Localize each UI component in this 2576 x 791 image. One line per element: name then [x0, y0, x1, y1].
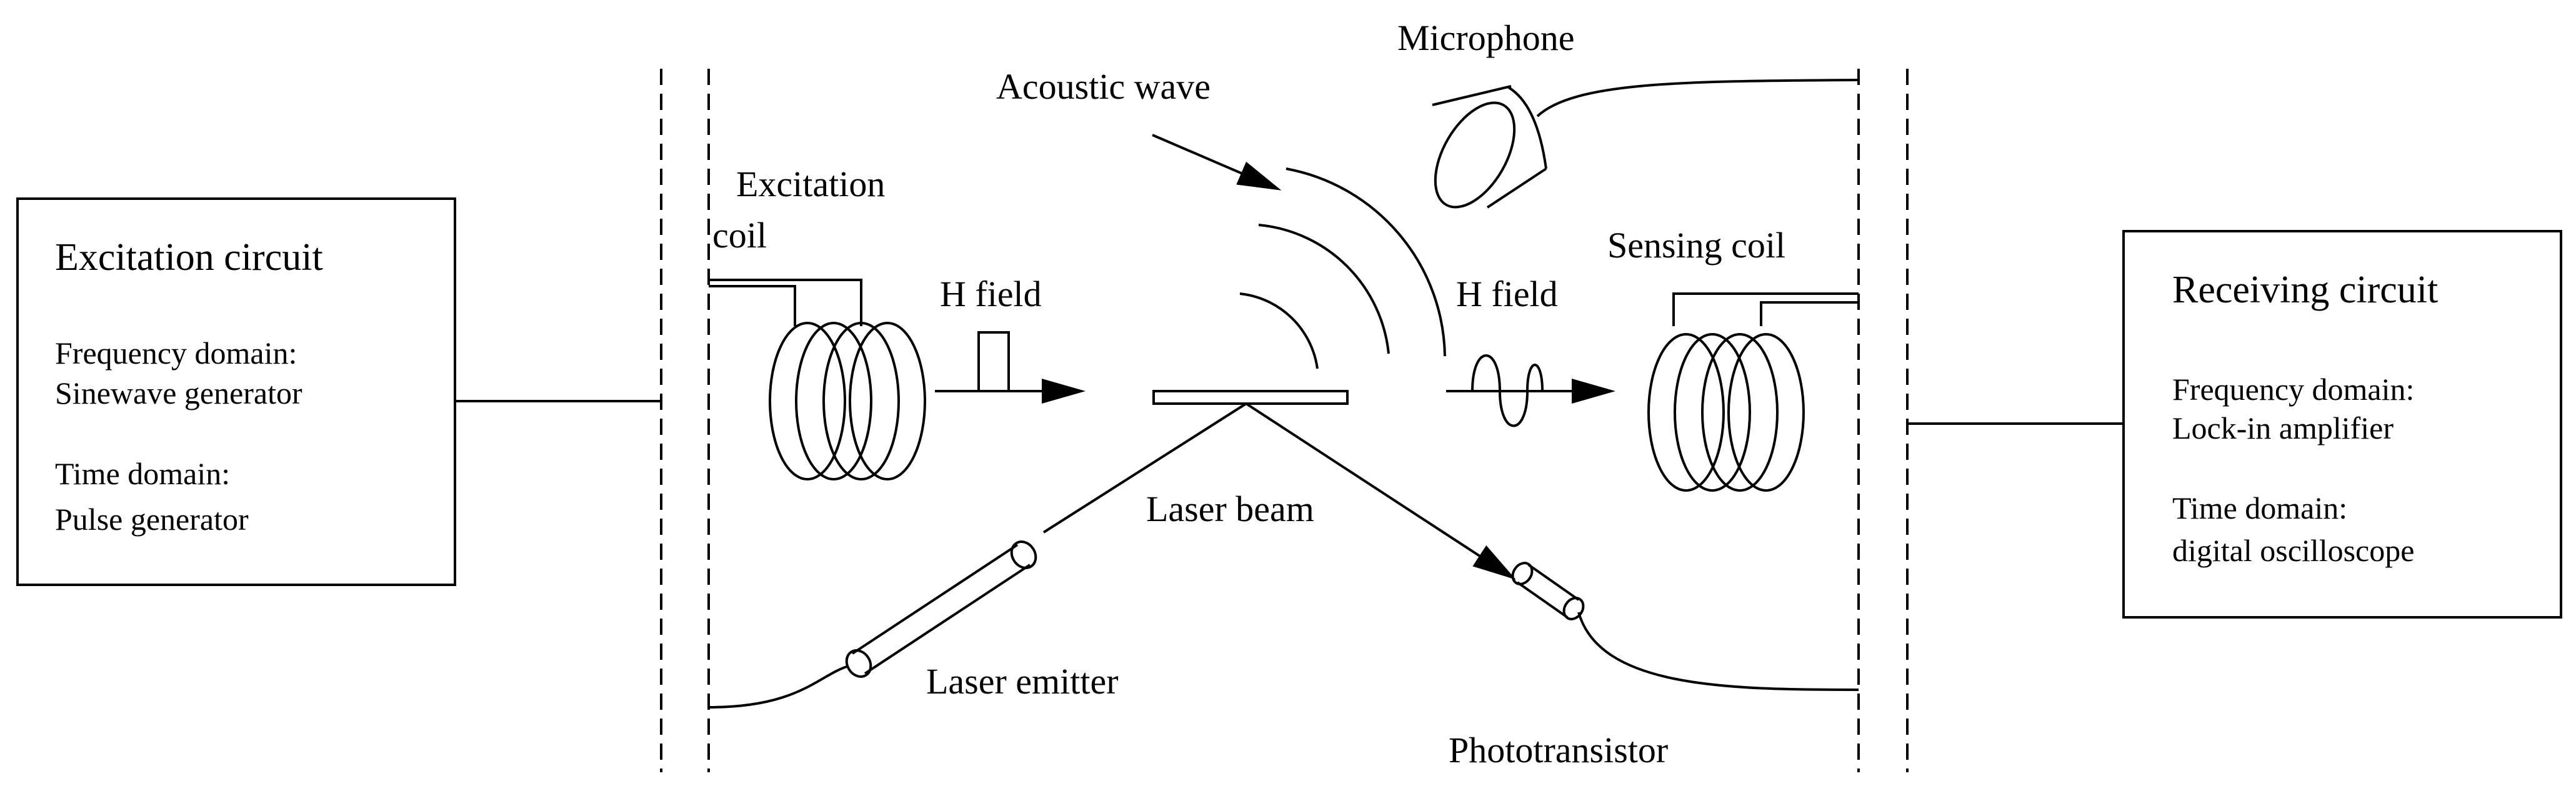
receiving-circuit-title: Receiving circuit [2172, 269, 2438, 311]
h-field-left-label: H field [940, 274, 1042, 314]
excitation-sinewave-generator-label: Sinewave generator [55, 376, 302, 410]
receiving-digital-oscilloscope-label: digital oscilloscope [2172, 533, 2414, 568]
excitation-circuit-title: Excitation circuit [55, 236, 323, 279]
excitation-frequency-domain-label: Frequency domain: [55, 336, 297, 371]
excitation-coil-label-line1: Excitation [736, 164, 885, 204]
excitation-circuit-box: Excitation circuit Frequency domain: Sin… [16, 197, 456, 586]
microphone-label: Microphone [1397, 17, 1575, 58]
laser-beam-reflected [1245, 402, 1516, 580]
excitation-pulse-generator-label: Pulse generator [55, 502, 249, 537]
receiving-time-domain-label: Time domain: [2172, 490, 2347, 525]
laser-beam-incident [1042, 402, 1247, 534]
laser-emitter-icon [708, 540, 1037, 709]
excitation-coil: Excitation coil [709, 164, 926, 480]
sample-plate [1152, 390, 1349, 405]
acoustic-wave-label: Acoustic wave [996, 66, 1211, 107]
phototransistor-label: Phototransistor [1449, 730, 1668, 770]
acoustic-wave-arcs [1239, 167, 1446, 369]
acoustic-wave-pointer-arrow [1152, 134, 1282, 191]
phototransistor-icon [1511, 562, 1859, 691]
h-field-right-arrow [1446, 354, 1615, 427]
receiving-frequency-domain-label: Frequency domain: [2172, 372, 2414, 407]
h-field-right-label: H field [1456, 274, 1558, 314]
sensing-coil: Sensing coil [1607, 225, 1859, 492]
sensing-coil-label: Sensing coil [1607, 225, 1785, 266]
microphone-icon [1432, 79, 1859, 209]
receiving-circuit-box: Receiving circuit Frequency domain: Lock… [2122, 230, 2562, 619]
receiving-lock-in-amplifier-label: Lock-in amplifier [2172, 410, 2394, 445]
laser-emitter-label: Laser emitter [926, 661, 1119, 702]
h-field-left-arrow [935, 331, 1086, 404]
excitation-coil-label-line2: coil [712, 215, 767, 256]
laser-beam-label: Laser beam [1146, 489, 1314, 529]
excitation-time-domain-label: Time domain: [55, 456, 230, 491]
